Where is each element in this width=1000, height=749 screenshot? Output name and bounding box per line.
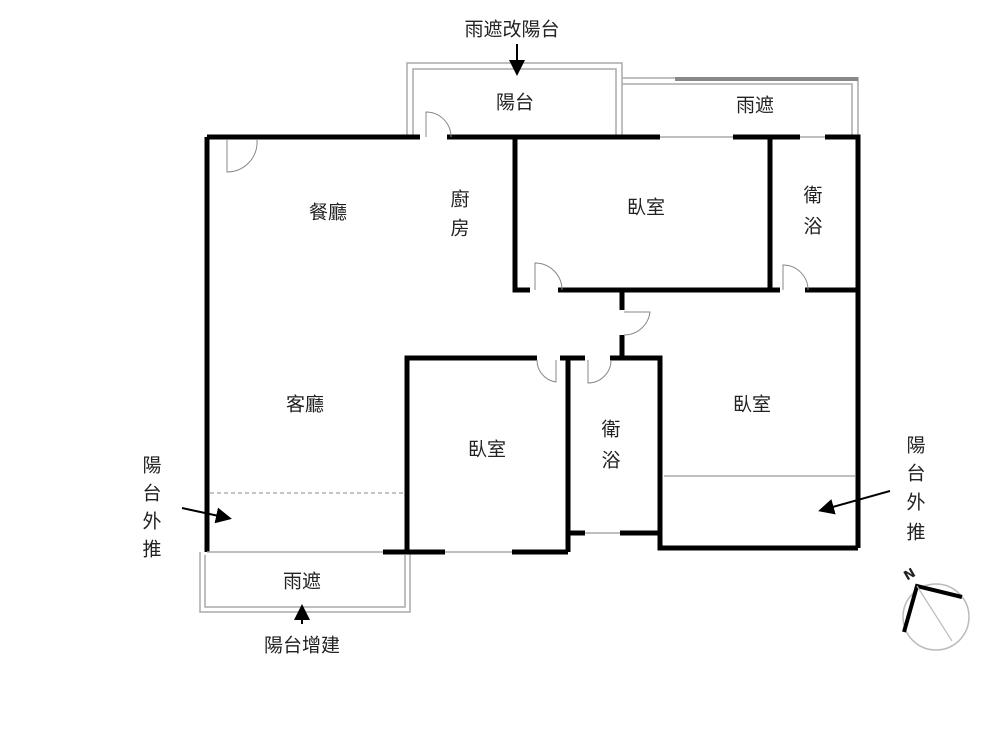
walls (204, 134, 861, 555)
top-note-label: 雨遮改陽台 (464, 19, 559, 41)
left-note-char: 推 (142, 539, 161, 561)
compass-north-label: N (902, 566, 919, 584)
room-label-bedroom-top: 臥室 (627, 197, 665, 219)
room-label-top-balcony: 陽台 (496, 92, 534, 114)
compass-icon: N (902, 566, 970, 651)
top-rain-cover-outline (622, 77, 859, 135)
room-label-top-rain-cover: 雨遮 (736, 95, 774, 117)
room-label-bedroom-right: 臥室 (733, 394, 771, 416)
room-label-dining: 餐廳 (309, 202, 347, 224)
left-note-char: 陽 (142, 455, 161, 477)
left-note: 陽 台 外 推 (142, 455, 161, 561)
doors (226, 111, 809, 384)
room-label-kitchen-1: 廚 (450, 188, 469, 211)
right-note-char: 外 (906, 492, 925, 514)
arrow-icon (181, 507, 232, 524)
left-note-char: 台 (142, 483, 161, 505)
right-note-char: 台 (906, 463, 925, 485)
room-label-bath-mid-1: 衛 (601, 419, 620, 441)
room-label-bedroom-mid: 臥室 (468, 439, 506, 461)
room-label-bottom-rain-cover: 雨遮 (283, 571, 321, 593)
room-label-bath-top-2: 浴 (803, 216, 822, 238)
room-label-bath-mid-2: 浴 (601, 450, 620, 472)
right-note: 陽 台 外 推 (906, 435, 925, 544)
left-note-char: 外 (142, 511, 161, 533)
room-label-bath-top-1: 衛 (803, 185, 822, 207)
room-label-living: 客廳 (286, 394, 324, 416)
right-note-char: 推 (906, 522, 925, 544)
room-label-kitchen-2: 房 (450, 218, 469, 240)
bottom-note-label: 陽台增建 (264, 635, 340, 657)
right-note-char: 陽 (906, 435, 925, 457)
arrow-icon (818, 490, 891, 515)
